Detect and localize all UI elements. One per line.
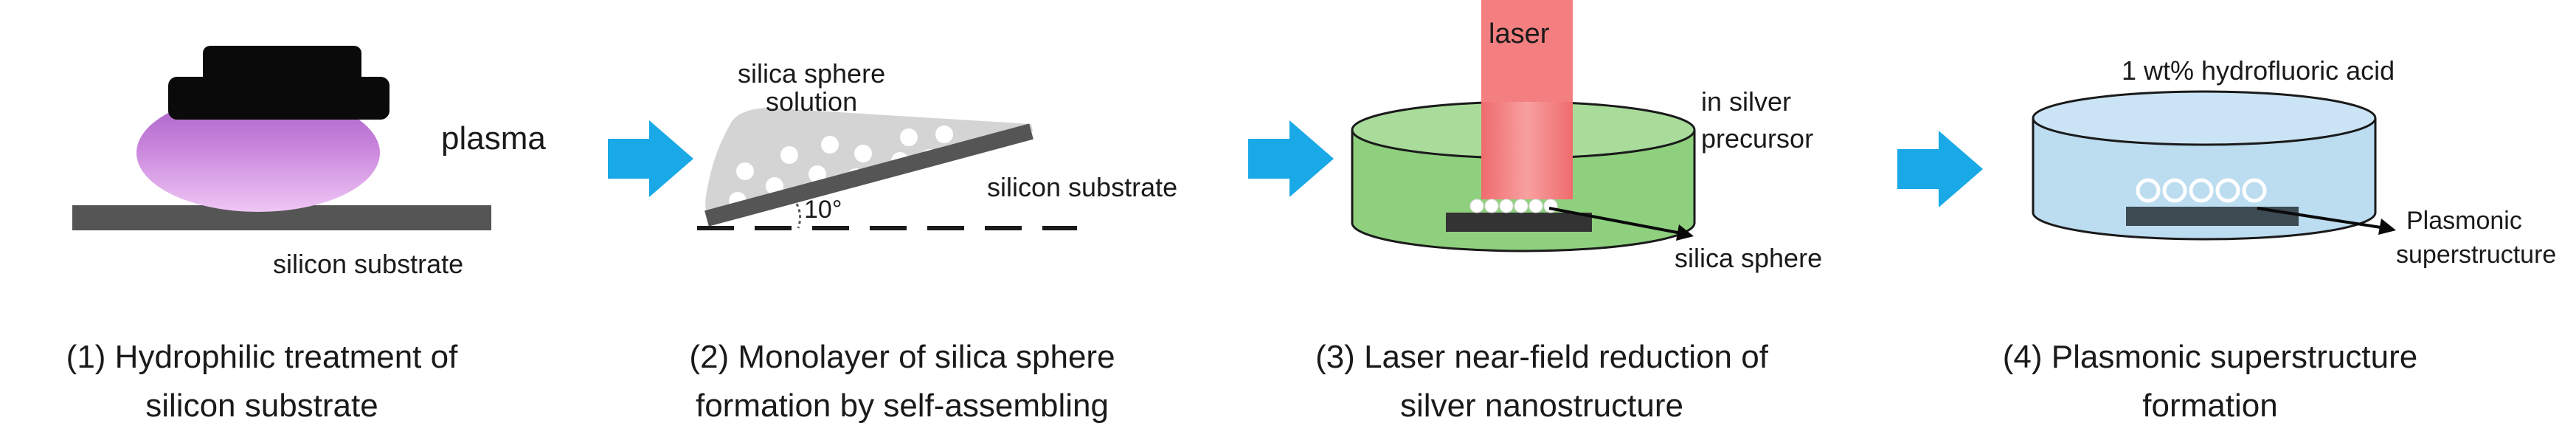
plasma-electrode-top [203,46,361,92]
step-4: 1 wt% hydrofluoric acid Plasmonic supers… [2003,55,2557,424]
substrate-label-1: silicon substrate [273,249,463,279]
precursor-label-line1: in silver [1701,86,1791,117]
sphere-label: silica sphere [1675,243,1822,273]
step-3: laser silica sphere in silver precursor … [1315,0,1822,424]
acid-dish-rim [2032,90,2377,146]
caption-3-line2: silver nanostructure [1400,388,1683,424]
caption-3-line1: (3) Laser near-field reduction of [1315,339,1769,375]
laser-beam-in-solution [1481,102,1573,199]
precursor-label-line2: precursor [1701,123,1813,154]
caption-1-line2: silicon substrate [145,388,378,424]
plasmonic-rings [2136,178,2267,203]
caption-1-line1: (1) Hydrophilic treatment of [66,339,458,375]
result-pointer-line [2257,207,2391,230]
tilted-silicon-substrate [704,123,1033,227]
laser-beam-top [1481,0,1573,102]
sphere-pointer-line [1548,207,1690,236]
arrow-1-icon [608,120,693,197]
arrow-2-icon [1248,120,1334,197]
result-pointer-head [2378,219,2396,235]
caption-4-line1: (4) Plasmonic superstructure [2003,339,2417,375]
silicon-substrate-3 [1446,213,1592,232]
substrate-label-2: silicon substrate [987,172,1177,202]
angle-label: 10° [804,196,842,224]
step-1: plasma silicon substrate (1) Hydrophilic… [66,46,546,424]
step-2: 10° silica sphere solution silicon subst… [689,58,1177,424]
arrow-3-icon [1897,131,1983,207]
caption-2-line2: formation by self-assembling [696,388,1109,424]
sphere-pointer-head [1676,224,1694,241]
acid-label: 1 wt% hydrofluoric acid [2122,55,2395,86]
solution-label-line1: silica sphere [738,58,885,89]
caption-2-line1: (2) Monolayer of silica sphere [689,339,1115,375]
laser-label: laser [1489,18,1550,49]
caption-4-line2: formation [2142,388,2277,424]
result-label-line2: superstructure [2396,241,2556,269]
silica-spheres-layer-3 [1469,199,1558,213]
result-label-line1: Plasmonic [2406,207,2522,235]
plasma-label: plasma [441,120,546,157]
plasma-cloud [136,94,380,212]
solution-label-line2: solution [766,86,857,117]
angle-arc [795,203,802,229]
